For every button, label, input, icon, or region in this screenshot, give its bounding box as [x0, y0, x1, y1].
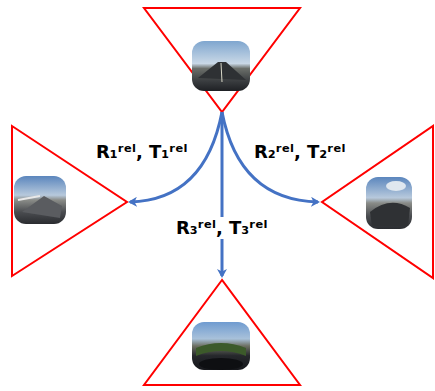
- fisheye-image: [192, 322, 250, 370]
- fisheye-image: [366, 177, 412, 229]
- fisheye-image: [192, 41, 250, 91]
- transform-label: R₃ʳᵉˡ, T₃ʳᵉˡ: [174, 217, 270, 239]
- camera-frustum: [144, 8, 300, 112]
- transform-label: R₁ʳᵉˡ, T₁ʳᵉˡ: [94, 141, 190, 163]
- fisheye-image: [14, 176, 66, 224]
- transform-arrow: [221, 112, 224, 276]
- camera-frustum: [144, 280, 300, 385]
- transform-label: R₂ʳᵉˡ, T₂ʳᵉˡ: [252, 141, 348, 163]
